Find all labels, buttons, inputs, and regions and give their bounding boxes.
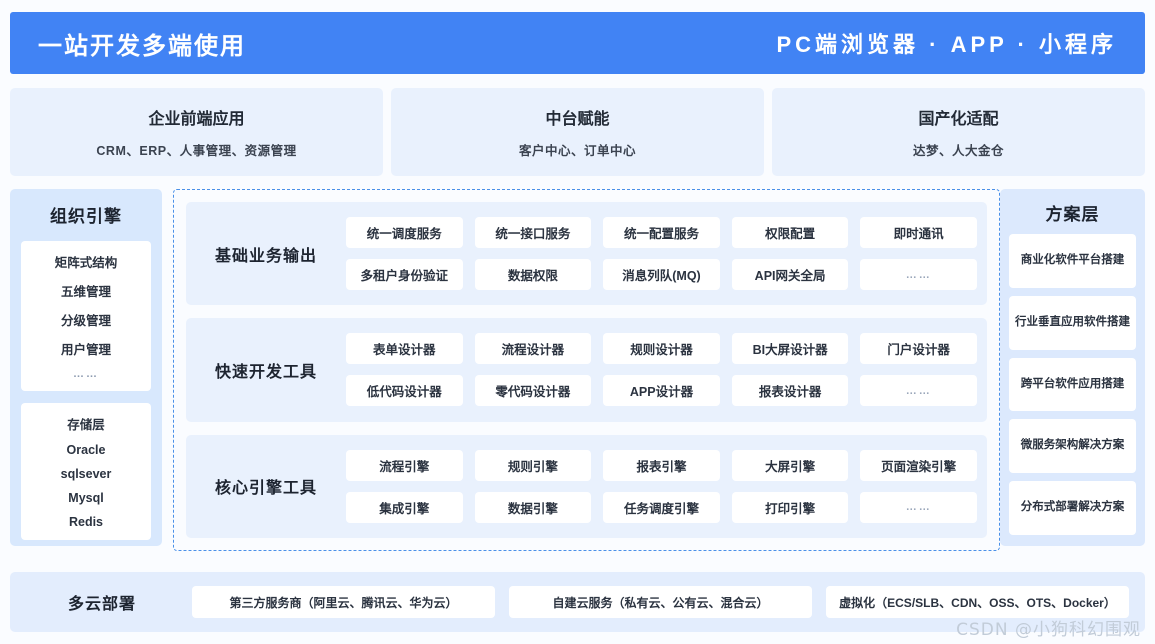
list-item[interactable]: 分级管理 <box>60 314 111 328</box>
solution-item[interactable]: 分布式部署解决方案 <box>1009 481 1136 535</box>
group-item-grid: 表单设计器 流程设计器 规则设计器 BI大屏设计器 门户设计器 低代码设计器 零… <box>346 333 977 407</box>
deploy-chip-third-party[interactable]: 第三方服务商（阿里云、腾讯云、华为云） <box>192 586 495 618</box>
list-item[interactable]: sqlsever <box>60 467 112 481</box>
solution-item[interactable]: 跨平台软件应用搭建 <box>1009 357 1136 412</box>
platform-capability-container: 基础业务输出 统一调度服务 统一接口服务 统一配置服务 权限配置 即时通讯 多租… <box>173 189 1000 551</box>
organization-engine-panel: 组织引擎 矩阵式结构 五维管理 分级管理 用户管理 …… 存储层 Oracle … <box>10 189 162 546</box>
group-basic-business-output: 基础业务输出 统一调度服务 统一接口服务 统一配置服务 权限配置 即时通讯 多租… <box>186 202 987 306</box>
app-card-title: 国产化适配 <box>918 111 999 128</box>
capability-chip[interactable]: 低代码设计器 <box>346 375 463 407</box>
group-item-grid: 流程引擎 规则引擎 报表引擎 大屏引擎 页面渲染引擎 集成引擎 数据引擎 任务调… <box>346 449 977 523</box>
header-left-title: 一站开发多端使用 <box>38 32 246 60</box>
list-item-ellipsis: …… <box>73 368 99 380</box>
app-card-middle-platform[interactable]: 中台赋能 客户中心、订单中心 <box>391 88 764 176</box>
app-card-subtitle: 达梦、人大金仓 <box>912 144 1004 158</box>
capability-chip[interactable]: 页面渲染引擎 <box>860 449 977 481</box>
app-card-title: 中台赋能 <box>545 111 610 128</box>
capability-chip[interactable]: 表单设计器 <box>346 333 463 365</box>
organization-engine-group-storage: 存储层 Oracle sqlsever Mysql Redis <box>21 403 151 540</box>
capability-chip[interactable]: 数据权限 <box>474 259 592 291</box>
capability-chip[interactable]: 规则设计器 <box>603 333 720 365</box>
capability-chip-ellipsis: …… <box>860 259 977 291</box>
capability-chip[interactable]: 权限配置 <box>731 217 849 249</box>
capability-chip[interactable]: 集成引擎 <box>346 491 463 523</box>
capability-chip[interactable]: 大屏引擎 <box>731 449 849 481</box>
solution-layer-panel: 方案层 商业化软件平台搭建 行业垂直应用软件搭建 跨平台软件应用搭建 微服务架构… <box>1000 189 1145 546</box>
header-right-title: PC端浏览器 · APP · 小程序 <box>776 32 1117 57</box>
solution-layer-title: 方案层 <box>1045 205 1100 224</box>
list-item[interactable]: Mysql <box>68 491 104 505</box>
app-card-subtitle: CRM、ERP、人事管理、资源管理 <box>96 144 297 158</box>
capability-chip[interactable]: API网关全局 <box>731 259 849 291</box>
capability-chip[interactable]: 数据引擎 <box>474 491 592 523</box>
middle-band: 组织引擎 矩阵式结构 五维管理 分级管理 用户管理 …… 存储层 Oracle … <box>10 189 1145 551</box>
organization-engine-title: 组织引擎 <box>50 207 122 226</box>
capability-chip[interactable]: 即时通讯 <box>860 217 977 249</box>
capability-chip[interactable]: 多租户身份验证 <box>346 259 463 291</box>
list-item[interactable]: Redis <box>68 515 104 529</box>
capability-chip-ellipsis: …… <box>860 491 977 523</box>
organization-engine-group-structure: 矩阵式结构 五维管理 分级管理 用户管理 …… <box>21 241 151 391</box>
capability-chip[interactable]: 门户设计器 <box>860 333 977 365</box>
multi-cloud-deployment-band: 多云部署 第三方服务商（阿里云、腾讯云、华为云） 自建云服务（私有云、公有云、混… <box>10 572 1145 632</box>
capability-chip[interactable]: BI大屏设计器 <box>731 333 849 365</box>
solution-item[interactable]: 行业垂直应用软件搭建 <box>1009 295 1136 350</box>
application-cards-row: 企业前端应用 CRM、ERP、人事管理、资源管理 中台赋能 客户中心、订单中心 … <box>10 88 1145 176</box>
solution-item[interactable]: 商业化软件平台搭建 <box>1009 234 1136 288</box>
app-card-localization-adaptation[interactable]: 国产化适配 达梦、人大金仓 <box>772 88 1145 176</box>
deploy-chip-self-built[interactable]: 自建云服务（私有云、公有云、混合云） <box>509 586 812 618</box>
deploy-label: 多云部署 <box>67 596 136 613</box>
capability-chip[interactable]: 流程设计器 <box>474 333 592 365</box>
deploy-chip-virtualization[interactable]: 虚拟化（ECS/SLB、CDN、OSS、OTS、Docker） <box>826 586 1129 618</box>
capability-chip[interactable]: 规则引擎 <box>474 449 592 481</box>
capability-chip[interactable]: 统一接口服务 <box>474 217 592 249</box>
capability-chip[interactable]: 报表引擎 <box>603 449 720 481</box>
app-card-enterprise-frontend[interactable]: 企业前端应用 CRM、ERP、人事管理、资源管理 <box>10 88 383 176</box>
group-item-grid: 统一调度服务 统一接口服务 统一配置服务 权限配置 即时通讯 多租户身份验证 数… <box>346 217 977 291</box>
list-item[interactable]: 用户管理 <box>60 343 111 357</box>
capability-chip[interactable]: 零代码设计器 <box>474 375 592 407</box>
group-core-engine-tools: 核心引擎工具 流程引擎 规则引擎 报表引擎 大屏引擎 页面渲染引擎 集成引擎 数… <box>186 434 987 538</box>
app-card-title: 企业前端应用 <box>148 111 245 128</box>
group-rapid-development-tools: 快速开发工具 表单设计器 流程设计器 规则设计器 BI大屏设计器 门户设计器 低… <box>186 318 987 422</box>
group-label: 核心引擎工具 <box>214 480 317 498</box>
list-item[interactable]: 五维管理 <box>60 285 111 299</box>
capability-chip[interactable]: 打印引擎 <box>731 491 849 523</box>
capability-chip[interactable]: 报表设计器 <box>731 375 849 407</box>
group-label: 快速开发工具 <box>214 363 317 381</box>
capability-chip-ellipsis: …… <box>860 375 977 407</box>
group-label: 基础业务输出 <box>214 247 317 265</box>
list-item[interactable]: 矩阵式结构 <box>54 256 118 270</box>
capability-chip[interactable]: 统一配置服务 <box>603 217 720 249</box>
app-card-subtitle: 客户中心、订单中心 <box>518 144 636 158</box>
list-item[interactable]: Oracle <box>66 443 106 457</box>
capability-chip[interactable]: 统一调度服务 <box>346 217 463 249</box>
capability-chip[interactable]: APP设计器 <box>603 375 720 407</box>
header-banner: 一站开发多端使用 PC端浏览器 · APP · 小程序 <box>10 12 1145 74</box>
watermark: CSDN @小狗科幻围观 <box>956 620 1141 640</box>
solution-item[interactable]: 微服务架构解决方案 <box>1009 419 1136 474</box>
capability-chip[interactable]: 任务调度引擎 <box>603 491 720 523</box>
capability-chip[interactable]: 流程引擎 <box>346 449 463 481</box>
list-item: 存储层 <box>67 418 105 432</box>
capability-chip[interactable]: 消息列队(MQ) <box>603 259 720 291</box>
